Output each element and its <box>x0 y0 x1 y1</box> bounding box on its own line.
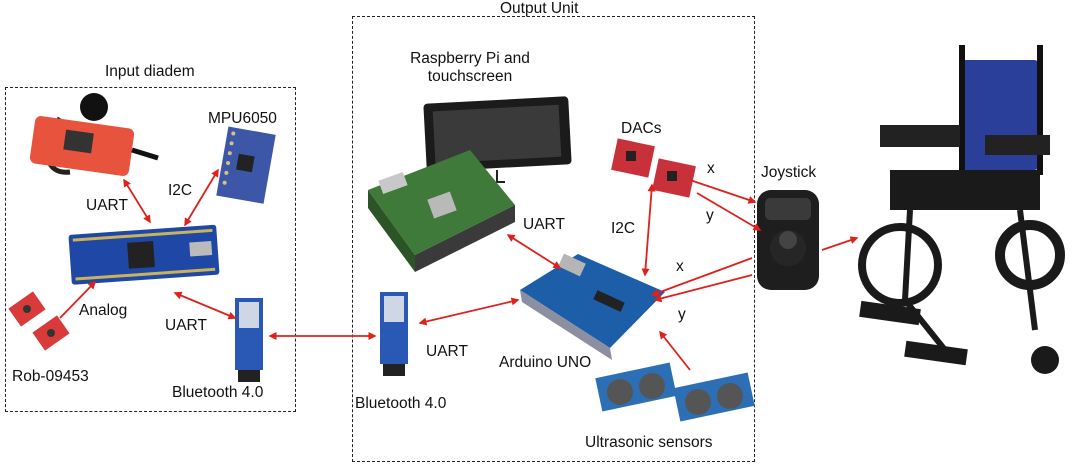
ultrasonic-sensors-label: Ultrasonic sensors <box>585 434 713 451</box>
i2c-dac-label: I2C <box>611 220 636 237</box>
arrow-board-bt <box>173 291 237 320</box>
uart-rpi-label: UART <box>523 216 565 233</box>
mpu6050-icon <box>216 126 276 204</box>
voice-module-icon <box>29 93 159 176</box>
y-arduino-label: y <box>678 306 686 323</box>
arrow-bt-arduino <box>418 297 520 326</box>
input-diadem-title: Input diadem <box>105 63 195 80</box>
uart-bt-in-label: UART <box>165 317 207 334</box>
arrow-joystick-x-arduino <box>650 257 753 297</box>
bluetooth-input-label: Bluetooth 4.0 <box>172 384 264 401</box>
touchscreen-icon <box>423 96 572 183</box>
x-arduino-label: x <box>676 258 684 275</box>
arduino-uno-icon <box>520 253 665 360</box>
raspberry-pi-label: Raspberry Pi and touchscreen <box>410 50 530 85</box>
arrow-joystick-y-arduino <box>653 274 753 303</box>
arrow-voice-board <box>123 178 151 224</box>
arrow-joystick-wheelchair <box>821 236 859 251</box>
raspberry-pi-icon <box>368 150 515 272</box>
uart-voice-label: UART <box>86 197 128 214</box>
wheelchair-icon <box>858 45 1065 374</box>
arrow-dac-y-joystick <box>696 192 762 231</box>
mpu6050-label: MPU6050 <box>208 110 277 127</box>
x-dac-label: x <box>707 160 715 177</box>
arrow-dac-x-joystick <box>689 179 757 204</box>
arrow-dac-arduino <box>641 183 656 277</box>
rob-09453-label: Rob-09453 <box>12 368 89 385</box>
i2c-mpu-label: I2C <box>168 182 193 199</box>
microcontroller-board-icon <box>68 224 220 285</box>
uart-bt-out-label: UART <box>426 343 468 360</box>
joystick-label: Joystick <box>761 164 817 181</box>
joystick-icon <box>757 190 819 290</box>
arrow-rpi-arduino <box>506 234 562 269</box>
arrow-mpu-board <box>184 168 219 227</box>
dac-icon <box>611 138 696 198</box>
input-diadem-box <box>5 87 296 412</box>
ultrasonic-sensor-icon <box>595 362 755 422</box>
y-dac-label: y <box>706 207 714 224</box>
arrow-ultrasonic-arduino <box>659 330 691 371</box>
arduino-uno-label: Arduino UNO <box>499 354 592 371</box>
output-unit-box <box>352 16 755 462</box>
bluetooth-output-icon <box>380 292 408 376</box>
arrow-analog-board <box>59 280 97 319</box>
bluetooth-output-label: Bluetooth 4.0 <box>355 395 447 412</box>
analog-label: Analog <box>79 302 128 319</box>
analog-sensor-icon <box>8 291 70 351</box>
output-unit-title: Output Unit <box>500 0 579 17</box>
bluetooth-input-icon <box>235 298 263 382</box>
dacs-label: DACs <box>621 120 662 137</box>
